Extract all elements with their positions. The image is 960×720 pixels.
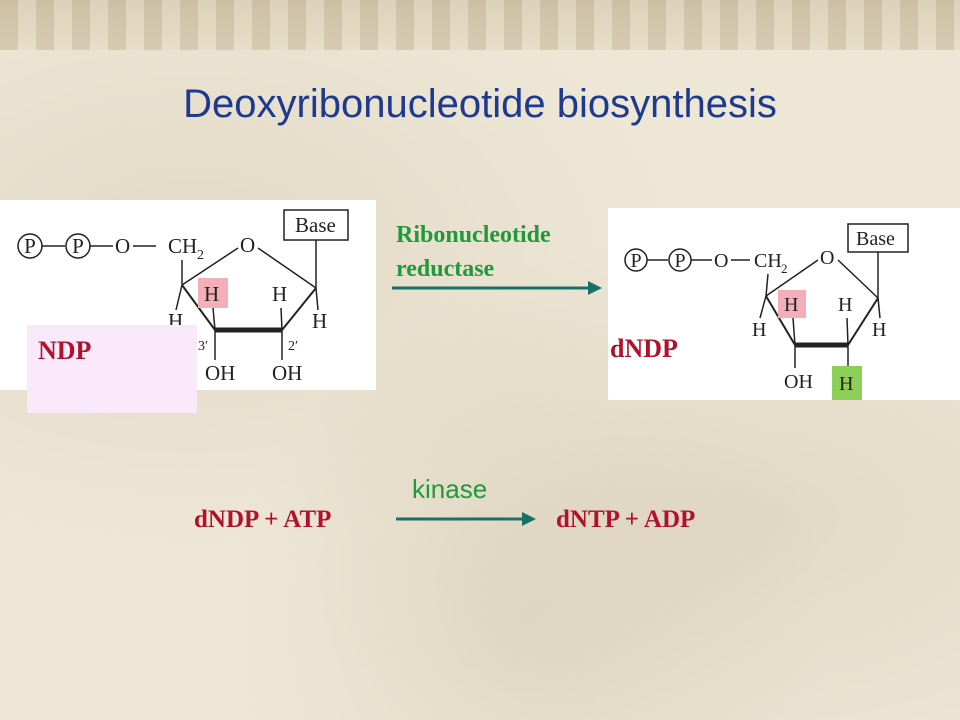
ch2-label: CH [168, 234, 197, 258]
h-label: H [312, 309, 327, 333]
dndp-label: dNDP [610, 334, 678, 363]
enzyme-label: Ribonucleotide reductase [396, 218, 616, 286]
phosphate-2-text: P [674, 250, 685, 272]
h-label: H [752, 319, 766, 341]
decorative-border [0, 0, 960, 50]
h-label: H [204, 282, 219, 306]
reaction2-left-term2: ATP [283, 506, 332, 533]
dndp-structure: P P O CH 2 O Base H H H [624, 223, 909, 400]
ch2-subscript: 2 [781, 261, 788, 276]
h-label: H [839, 373, 853, 395]
oh-3-label: OH [205, 361, 235, 385]
ester-oxygen: O [714, 250, 728, 272]
reaction2-plus: + [624, 506, 640, 533]
ring-oxygen: O [240, 233, 255, 257]
highlight-h-pink [198, 278, 228, 308]
reaction2-left: dNDP + ATP [194, 506, 331, 534]
h-label: H [838, 294, 852, 316]
phosphate-1-text: P [24, 234, 36, 258]
base-label: Base [856, 228, 895, 250]
carbon-3-label: 3′ [198, 339, 208, 354]
oh-2-label: OH [272, 361, 302, 385]
enzyme-label-line2: reductase [396, 256, 495, 282]
ester-oxygen: O [115, 234, 130, 258]
highlight-h-green [832, 366, 862, 400]
dndp-structure-panel: P P O CH 2 O Base H H H [608, 208, 960, 400]
kinase-label: kinase [412, 474, 488, 504]
h-label: H [872, 319, 886, 341]
reaction2-right-term1: dNTP [556, 506, 619, 533]
reaction2-left-term1: dNDP [194, 506, 258, 533]
phosphate-2-text: P [72, 234, 84, 258]
kinase-arrow [396, 512, 536, 526]
ch2-label: CH [754, 250, 782, 272]
highlight-h-pink [778, 290, 806, 318]
reductase-arrow [392, 281, 602, 295]
base-box [283, 209, 349, 241]
ndp-label-box [27, 325, 197, 413]
h-label: H [272, 282, 287, 306]
slide-title: Deoxyribonucleotide biosynthesis [183, 82, 777, 126]
ring-oxygen: O [820, 247, 834, 269]
phosphate-1-text: P [630, 250, 641, 272]
oh-3-label: OH [784, 371, 813, 393]
base-label: Base [295, 213, 336, 237]
enzyme-label-line1: Ribonucleotide [396, 222, 551, 248]
ndp-structure: P P O CH 2 O Base H H H [17, 209, 349, 385]
ndp-label: NDP [38, 336, 92, 365]
reaction2-right: dNTP + ADP [556, 506, 695, 534]
reaction2-plus: + [264, 506, 279, 533]
reaction2-right-term2: ADP [643, 506, 696, 533]
carbon-2-label: 2′ [288, 339, 298, 354]
h-label: H [784, 294, 798, 316]
ch2-subscript: 2 [197, 248, 204, 263]
